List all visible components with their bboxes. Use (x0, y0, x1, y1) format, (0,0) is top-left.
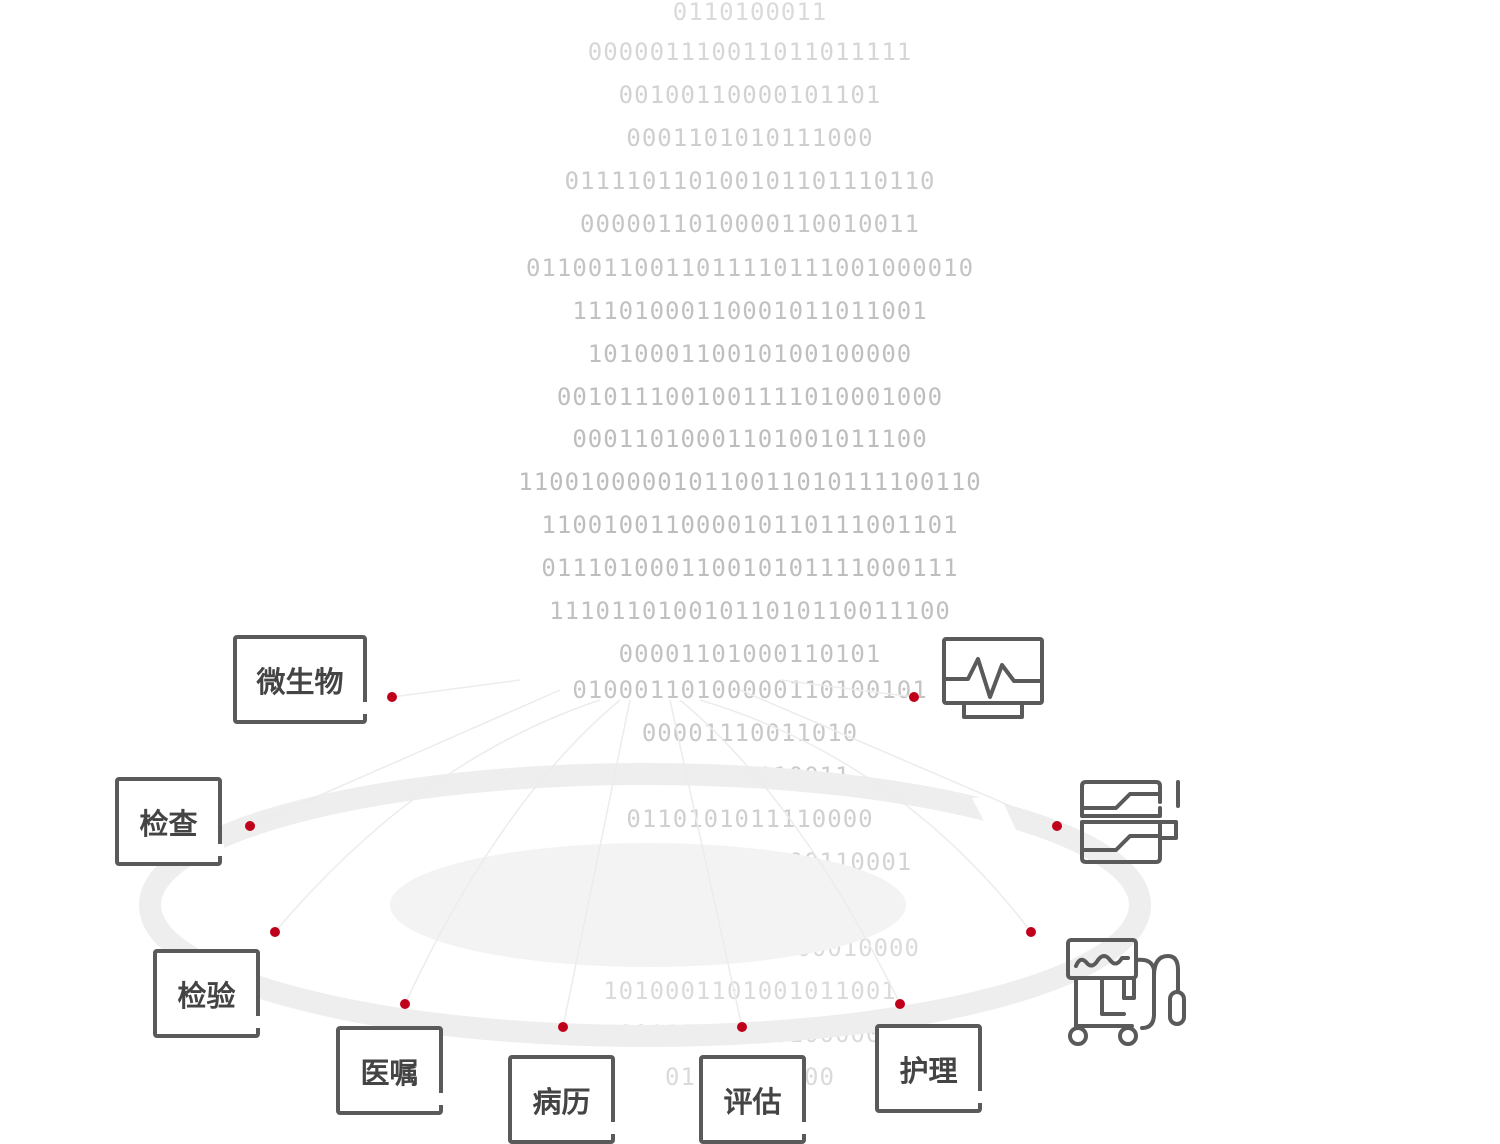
binary-row: 00001101000110101 (618, 640, 882, 668)
medical-cart-icon-graphic (1066, 938, 1186, 1046)
node-dot (1026, 927, 1036, 937)
database-icon-graphic (1080, 780, 1180, 864)
medical-record-node[interactable]: 病历 (508, 1055, 617, 1144)
binary-row: 11101101001011010110011100 (549, 597, 951, 625)
connector-lines (249, 679, 1058, 1028)
node-dot (387, 692, 397, 702)
monitor-icon[interactable] (940, 635, 1046, 723)
ring-gap (972, 795, 1016, 833)
binary-row: 01100110011011110111001000010 (525, 254, 975, 282)
node-dot (909, 692, 919, 702)
binary-row: 000001110011011011111 (587, 38, 913, 66)
binary-row: 101000110010100100000 (587, 340, 913, 368)
node-dot (400, 999, 410, 1009)
node-dot (737, 1022, 747, 1032)
binary-row: 11101000110001011011001 (572, 297, 928, 325)
monitor-icon-graphic (942, 637, 1044, 719)
node-dot (558, 1022, 568, 1032)
binary-row: 110010011000010110111001101 (541, 511, 959, 539)
nursing-node[interactable]: 护理 (875, 1024, 984, 1113)
binary-row: 011101000110010101111000111 (541, 554, 959, 582)
node-dot (1052, 821, 1062, 831)
binary-row: 00011010001101001011100 (572, 425, 928, 453)
examination-node[interactable]: 检查 (115, 777, 224, 866)
binary-row: 011110110100101101110110 (564, 167, 936, 195)
node-dot (245, 821, 255, 831)
binary-row: 0000011010000110010011 (580, 210, 920, 238)
binary-row: 0010111001001111010001000 (556, 383, 944, 411)
binary-row: 0110101011110000 (626, 805, 874, 833)
binary-row: 110010000010110011010111100110 (518, 468, 982, 496)
node-dot (270, 927, 280, 937)
database-icon[interactable] (1076, 778, 1182, 866)
binary-row: 0110100011 (672, 0, 828, 26)
node-dot (895, 999, 905, 1009)
center-disc (390, 843, 906, 967)
node-dots (245, 692, 1062, 1032)
assessment-node[interactable]: 评估 (699, 1055, 808, 1144)
medical-cart-icon[interactable] (1062, 936, 1188, 1050)
lab-test-node[interactable]: 检验 (153, 949, 262, 1038)
medical-order-node[interactable]: 医嘱 (336, 1026, 445, 1115)
binary-row: 00100110000101101 (618, 81, 882, 109)
binary-row: 01000110100000110100101 (572, 676, 928, 704)
binary-row: 1010001101001011001 (603, 977, 897, 1005)
outer-ring (139, 763, 1151, 1047)
binary-row: 0001101010111000 (626, 124, 874, 152)
microbiology-node[interactable]: 微生物 (233, 635, 369, 724)
